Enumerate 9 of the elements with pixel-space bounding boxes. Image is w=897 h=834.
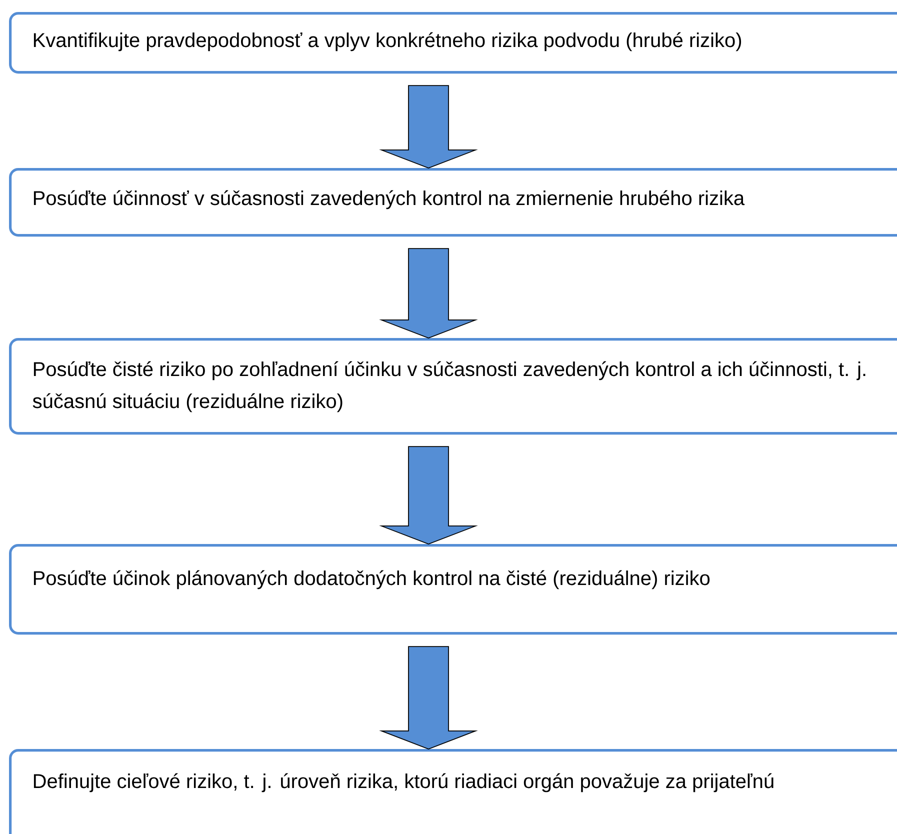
process-box: Definujte cieľové riziko, t. j. úroveň rizika, ktorú riadiaci orgán považuje za prijateľnú — [9, 748, 897, 834]
process-box: Posúďte účinnosť v súčasnosti zavedených kontrol na zmiernenie hrubého rizika — [9, 168, 897, 237]
process-box: Posúďte čisté riziko po zohľadnení účinku v súčasnosti zavedených kontrol a ich účinnosti, t. j. súčasnú situáciu (reziduálne riziko) — [9, 338, 897, 435]
process-box: Kvantifikujte pravdepodobnosť a vplyv konkrétneho rizika podvodu (hrubé riziko) — [9, 12, 897, 74]
block-arrow — [379, 248, 478, 338]
block-arrow — [379, 446, 478, 544]
block-arrow — [379, 85, 478, 168]
block-arrow — [379, 646, 478, 750]
process-box: Posúďte účinok plánovaných dodatočných kontrol na čisté (reziduálne) riziko — [9, 544, 897, 635]
